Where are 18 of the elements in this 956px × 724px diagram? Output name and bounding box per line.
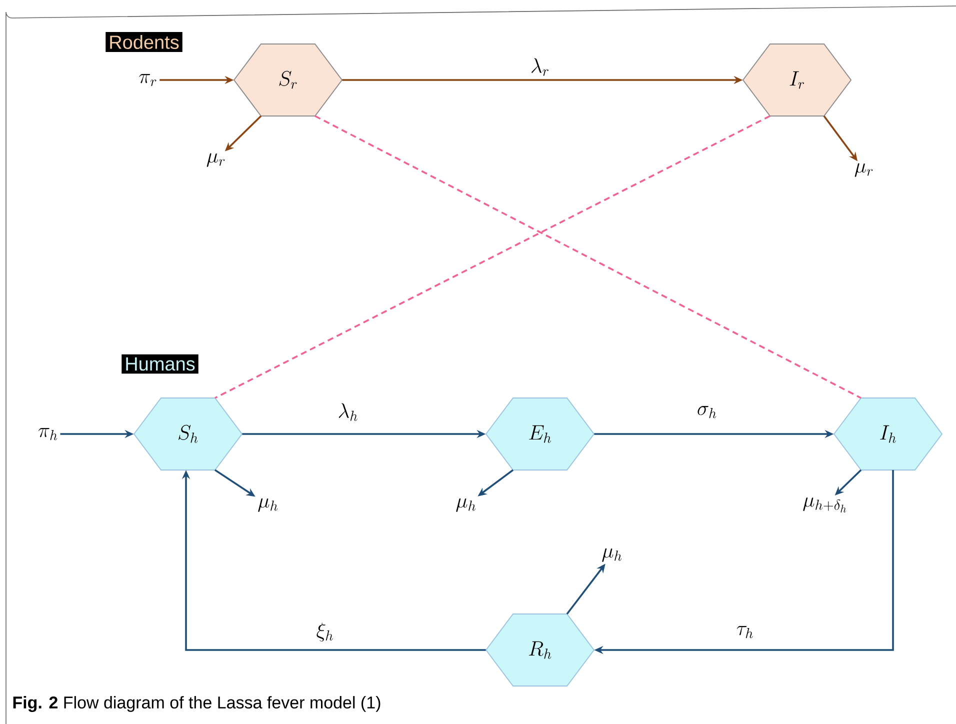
rate-symbol: $\mu_{h+\delta_h}$ — [803, 497, 846, 512]
rate-symbol: $\mu_h$ — [602, 548, 622, 562]
group-tag: Humans — [122, 354, 198, 374]
edge-label: $\lambda_h$ — [338, 403, 358, 421]
dashed-link — [214, 115, 770, 399]
rate-symbol: $\pi_h$ — [38, 428, 58, 440]
rate-symbol: $\mu_r$ — [854, 163, 873, 177]
rate-symbol: $\mu_h$ — [456, 498, 476, 512]
rate-symbol: $\mu_r$ — [206, 153, 225, 167]
edge-label: $\lambda_r$ — [532, 58, 548, 76]
edge-label: $\tau_h$ — [736, 626, 753, 638]
rate-symbol: $\pi_r$ — [139, 74, 156, 86]
edge-label: $\sigma_h$ — [698, 406, 716, 418]
dashed-link — [314, 115, 862, 399]
group-tag: Rodents — [106, 32, 182, 52]
figure-caption: Fig. 2 Flow diagram of the Lassa fever model (1) — [13, 696, 380, 712]
edge-label: $\xi_h$ — [316, 622, 333, 642]
rate-symbol: $\mu_h$ — [258, 498, 278, 512]
